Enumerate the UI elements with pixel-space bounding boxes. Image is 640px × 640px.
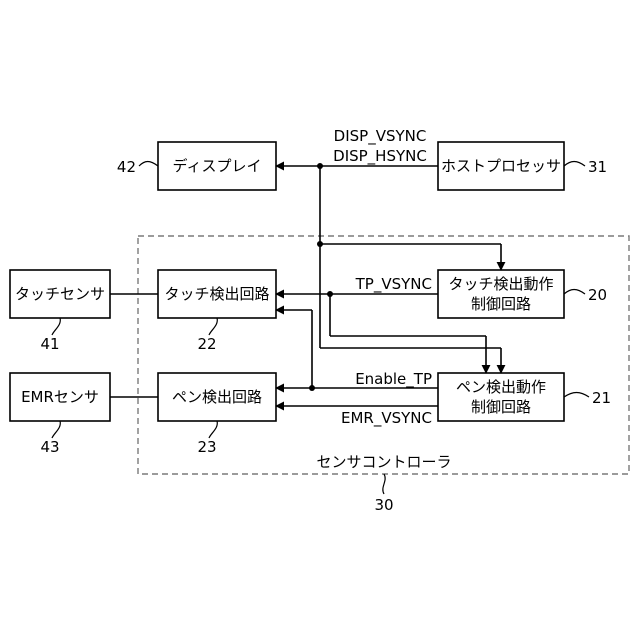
junction-dot-host xyxy=(317,163,323,169)
touch-control-label-line2: 制御回路 xyxy=(471,295,531,313)
display-label: ディスプレイ xyxy=(173,157,262,175)
leader-23 xyxy=(209,421,217,438)
leader-20 xyxy=(564,290,585,295)
ref-number-23: 23 xyxy=(197,438,216,456)
pen-control-label-line1: ペン検出動作 xyxy=(456,378,546,396)
emr-vsync-label: EMR_VSYNC xyxy=(341,409,432,428)
enable-tp-label: Enable_TP xyxy=(355,370,432,389)
junction-dot-bus xyxy=(317,241,323,247)
touch-control-label-line1: タッチ検出動作 xyxy=(448,275,553,293)
sensor-controller-label: センサコントローラ xyxy=(316,453,451,471)
emr-sensor-label: EMRセンサ xyxy=(21,388,99,406)
ref-number-43: 43 xyxy=(40,438,59,456)
leader-43 xyxy=(52,421,60,438)
leader-30 xyxy=(383,474,385,494)
ref-number-22: 22 xyxy=(197,335,216,353)
ref-number-42: 42 xyxy=(117,158,136,176)
pen-control-label-line2: 制御回路 xyxy=(471,398,531,416)
host-processor-label: ホストプロセッサ xyxy=(441,157,561,175)
leader-42 xyxy=(139,162,158,167)
ref-number-30: 30 xyxy=(374,496,393,514)
ref-number-31: 31 xyxy=(588,158,607,176)
leader-31 xyxy=(564,162,585,167)
disp-vsync-label: DISP_VSYNC xyxy=(334,127,427,146)
ref-number-20: 20 xyxy=(588,286,607,304)
tp-vsync-label: TP_VSYNC xyxy=(355,275,432,294)
touch-detect-circuit-label: タッチ検出回路 xyxy=(164,285,269,303)
disp-hsync-label: DISP_HSYNC xyxy=(333,147,427,166)
leader-21 xyxy=(564,393,589,398)
leader-22 xyxy=(209,318,217,335)
ref-number-41: 41 xyxy=(40,335,59,353)
pen-detect-circuit-label: ペン検出回路 xyxy=(172,388,262,406)
leader-41 xyxy=(52,318,60,335)
touch-sensor-label: タッチセンサ xyxy=(15,285,105,303)
ref-number-21: 21 xyxy=(592,389,611,407)
